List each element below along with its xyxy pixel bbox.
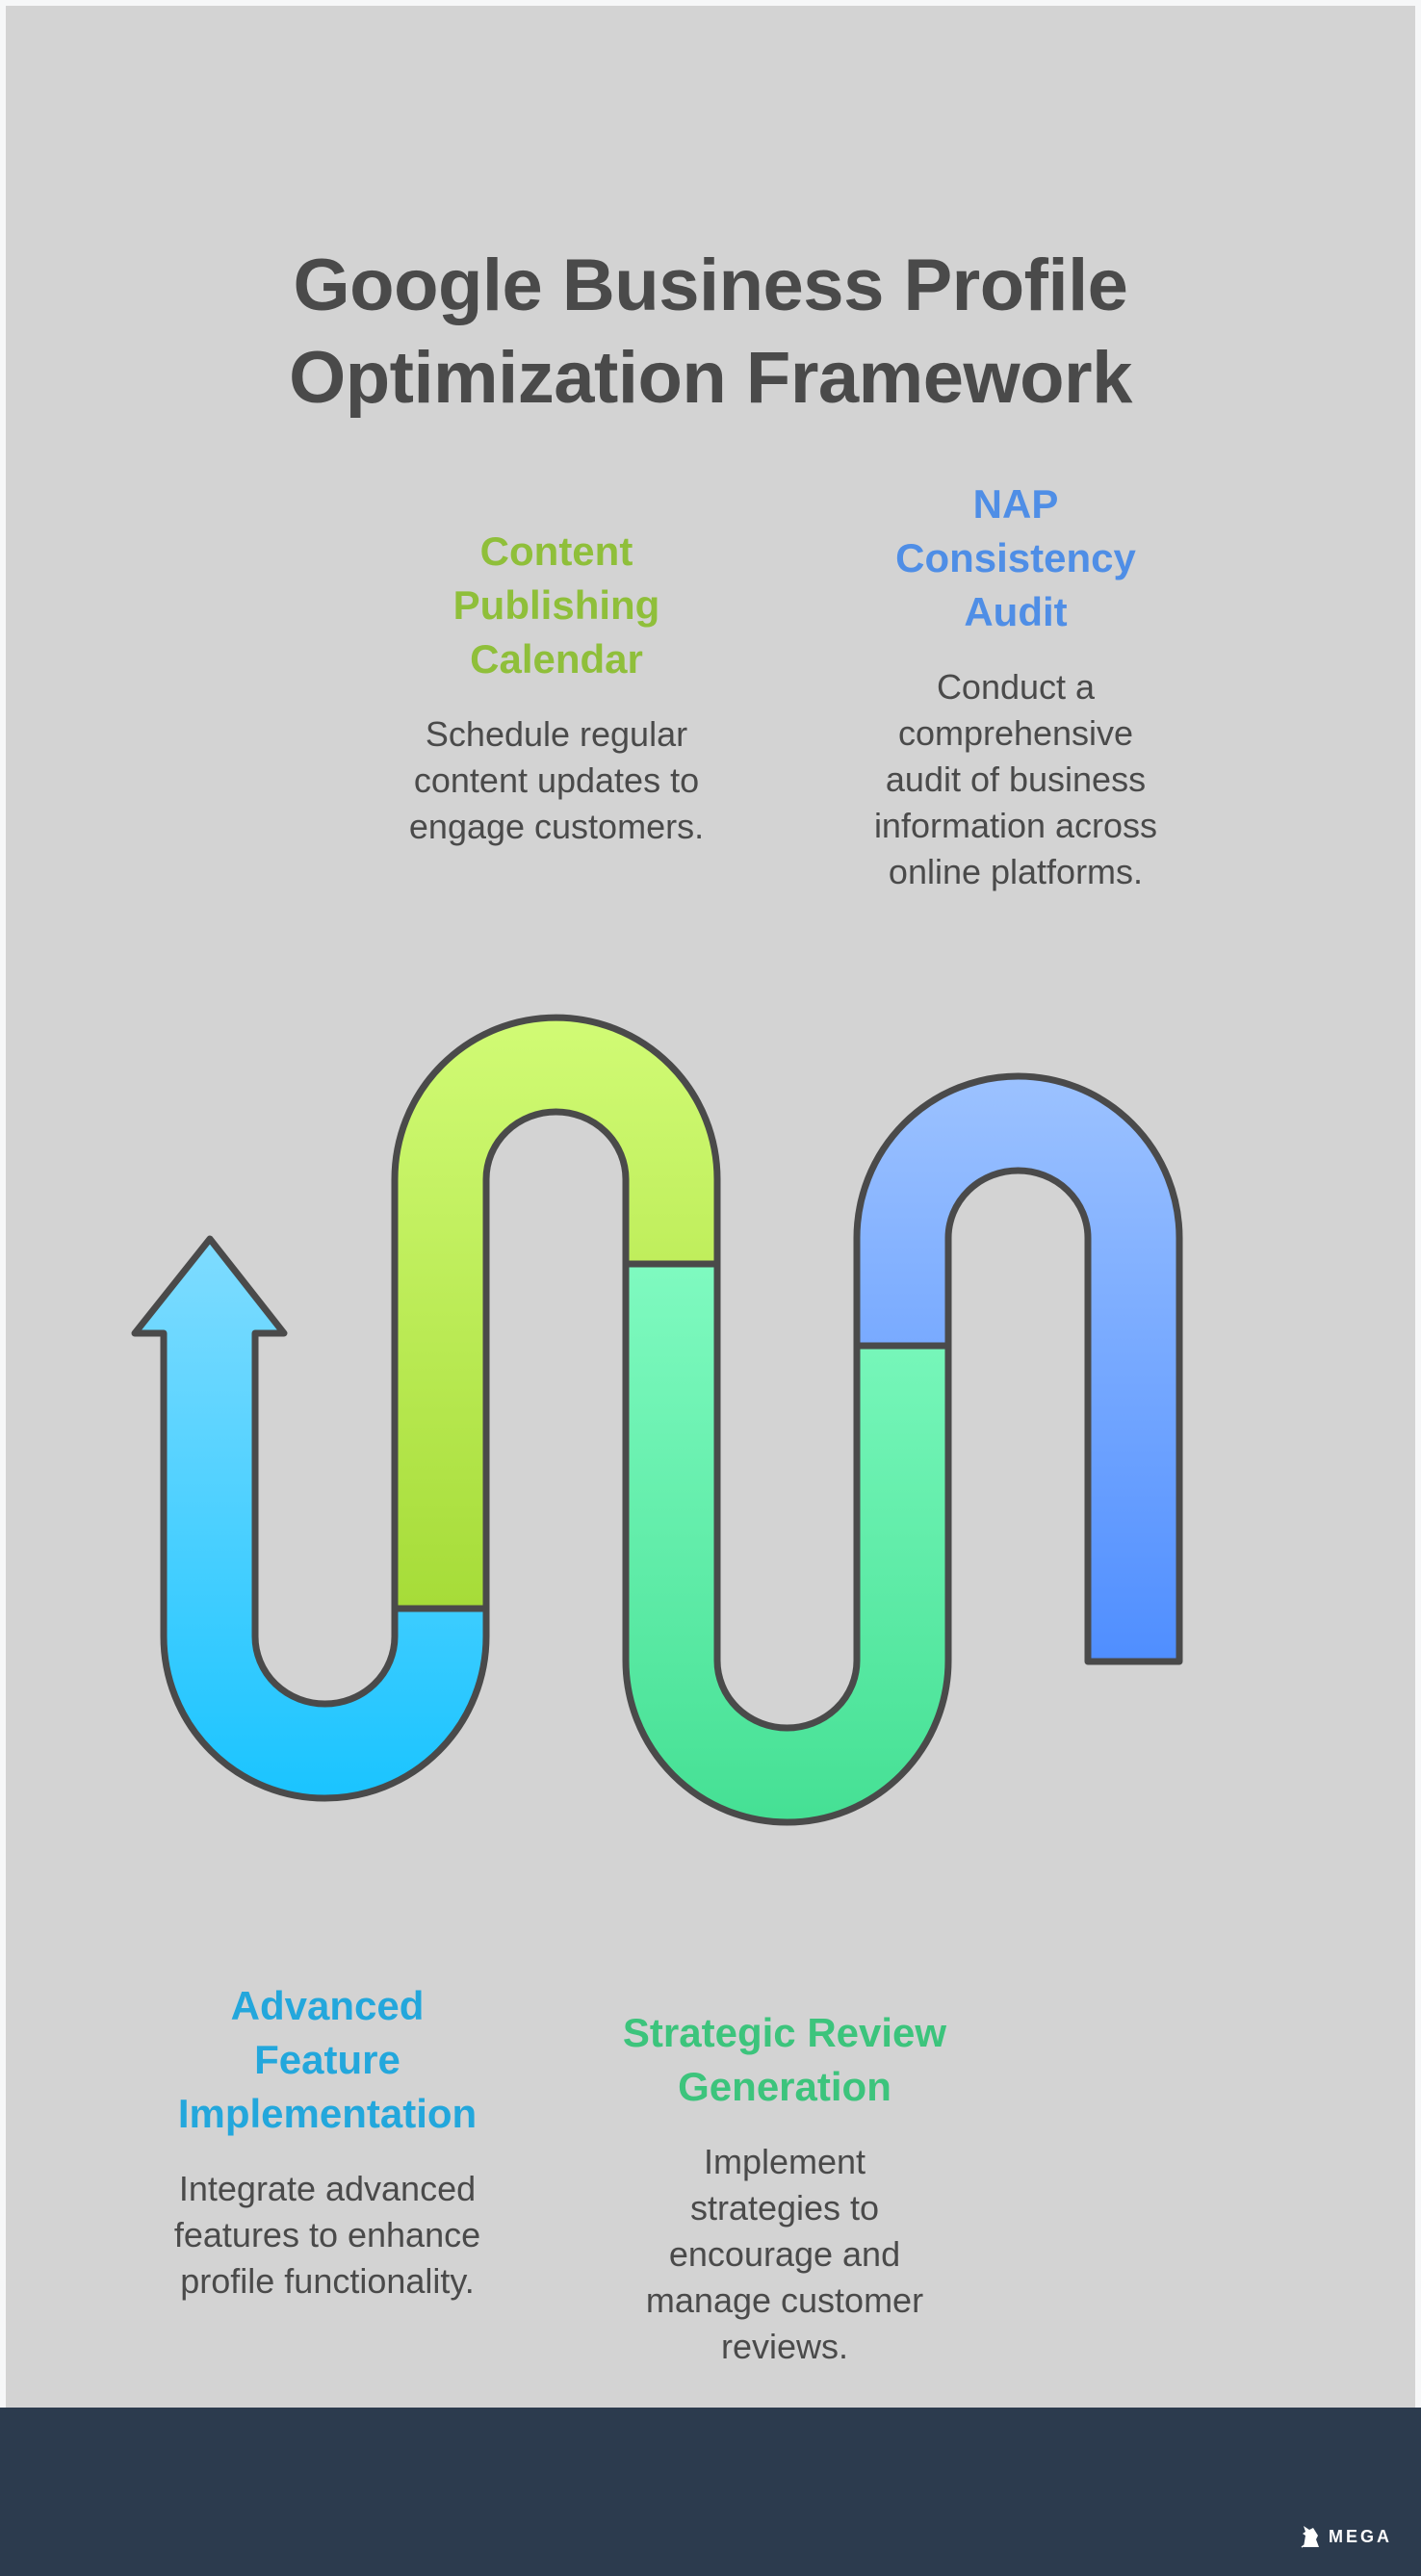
- heading-line: Content: [479, 528, 633, 574]
- step-heading: Content Publishing Calendar: [364, 525, 749, 686]
- description-line: comprehensive: [897, 713, 1134, 753]
- segment-advanced-feature-implementation: [131, 1235, 490, 1802]
- description-line: information across: [873, 806, 1158, 845]
- description-line: Conduct a: [936, 667, 1096, 707]
- path-outline-group: [131, 1014, 1183, 1826]
- brand-logo: MEGA: [1300, 2524, 1392, 2549]
- footer-bar: MEGA: [0, 2408, 1421, 2576]
- step-heading: Strategic Review Generation: [592, 2006, 977, 2114]
- step-description: Schedule regular content updates to enga…: [364, 711, 749, 850]
- description-line: Implement: [703, 2142, 866, 2181]
- description-line: reviews.: [720, 2327, 849, 2366]
- heading-line: Audit: [964, 589, 1068, 634]
- segment-nap-consistency-audit: [853, 1072, 1183, 1665]
- description-line: engage customers.: [408, 807, 705, 846]
- description-line: features to enhance: [173, 2215, 481, 2254]
- description-line: manage customer: [645, 2280, 924, 2320]
- heading-line: Calendar: [470, 636, 643, 682]
- heading-line: Generation: [678, 2064, 891, 2109]
- page-title: Google Business Profile Optimization Fra…: [0, 240, 1421, 425]
- step-heading: NAP Consistency Audit: [823, 477, 1208, 639]
- heading-line: Feature: [254, 2037, 400, 2082]
- description-line: strategies to: [689, 2188, 880, 2228]
- title-line-2: Optimization Framework: [289, 336, 1132, 419]
- heading-line: Implementation: [177, 2091, 478, 2136]
- segment-strategic-review-generation: [622, 1260, 952, 1826]
- step-nap-consistency-audit: NAP Consistency Audit Conduct a comprehe…: [823, 477, 1208, 895]
- wizard-logo-icon: [1301, 2526, 1319, 2548]
- segment-content-publishing-calendar: [391, 1014, 721, 1612]
- heading-line: Consistency: [895, 535, 1136, 580]
- heading-line: Publishing: [452, 582, 660, 628]
- heading-line: Advanced: [230, 1983, 425, 2028]
- description-line: encourage and: [668, 2234, 901, 2274]
- step-strategic-review-generation: Strategic Review Generation Implement st…: [592, 2006, 977, 2370]
- description-line: audit of business: [885, 760, 1147, 799]
- description-line: Integrate advanced: [178, 2169, 477, 2208]
- description-line: Schedule regular: [425, 714, 688, 754]
- description-line: online platforms.: [888, 852, 1144, 891]
- step-heading: Advanced Feature Implementation: [135, 1979, 520, 2141]
- step-description: Conduct a comprehensive audit of busines…: [823, 664, 1208, 895]
- heading-line: Strategic Review: [622, 2010, 947, 2055]
- description-line: content updates to: [413, 760, 700, 800]
- heading-line: NAP: [972, 481, 1059, 527]
- step-advanced-feature-implementation: Advanced Feature Implementation Integrat…: [135, 1979, 520, 2305]
- step-description: Implement strategies to encourage and ma…: [592, 2139, 977, 2370]
- brand-name: MEGA: [1329, 2526, 1392, 2546]
- step-description: Integrate advanced features to enhance p…: [135, 2166, 520, 2305]
- title-line-1: Google Business Profile: [293, 244, 1128, 326]
- step-content-publishing-calendar: Content Publishing Calendar Schedule reg…: [364, 525, 749, 850]
- description-line: profile functionality.: [180, 2261, 475, 2301]
